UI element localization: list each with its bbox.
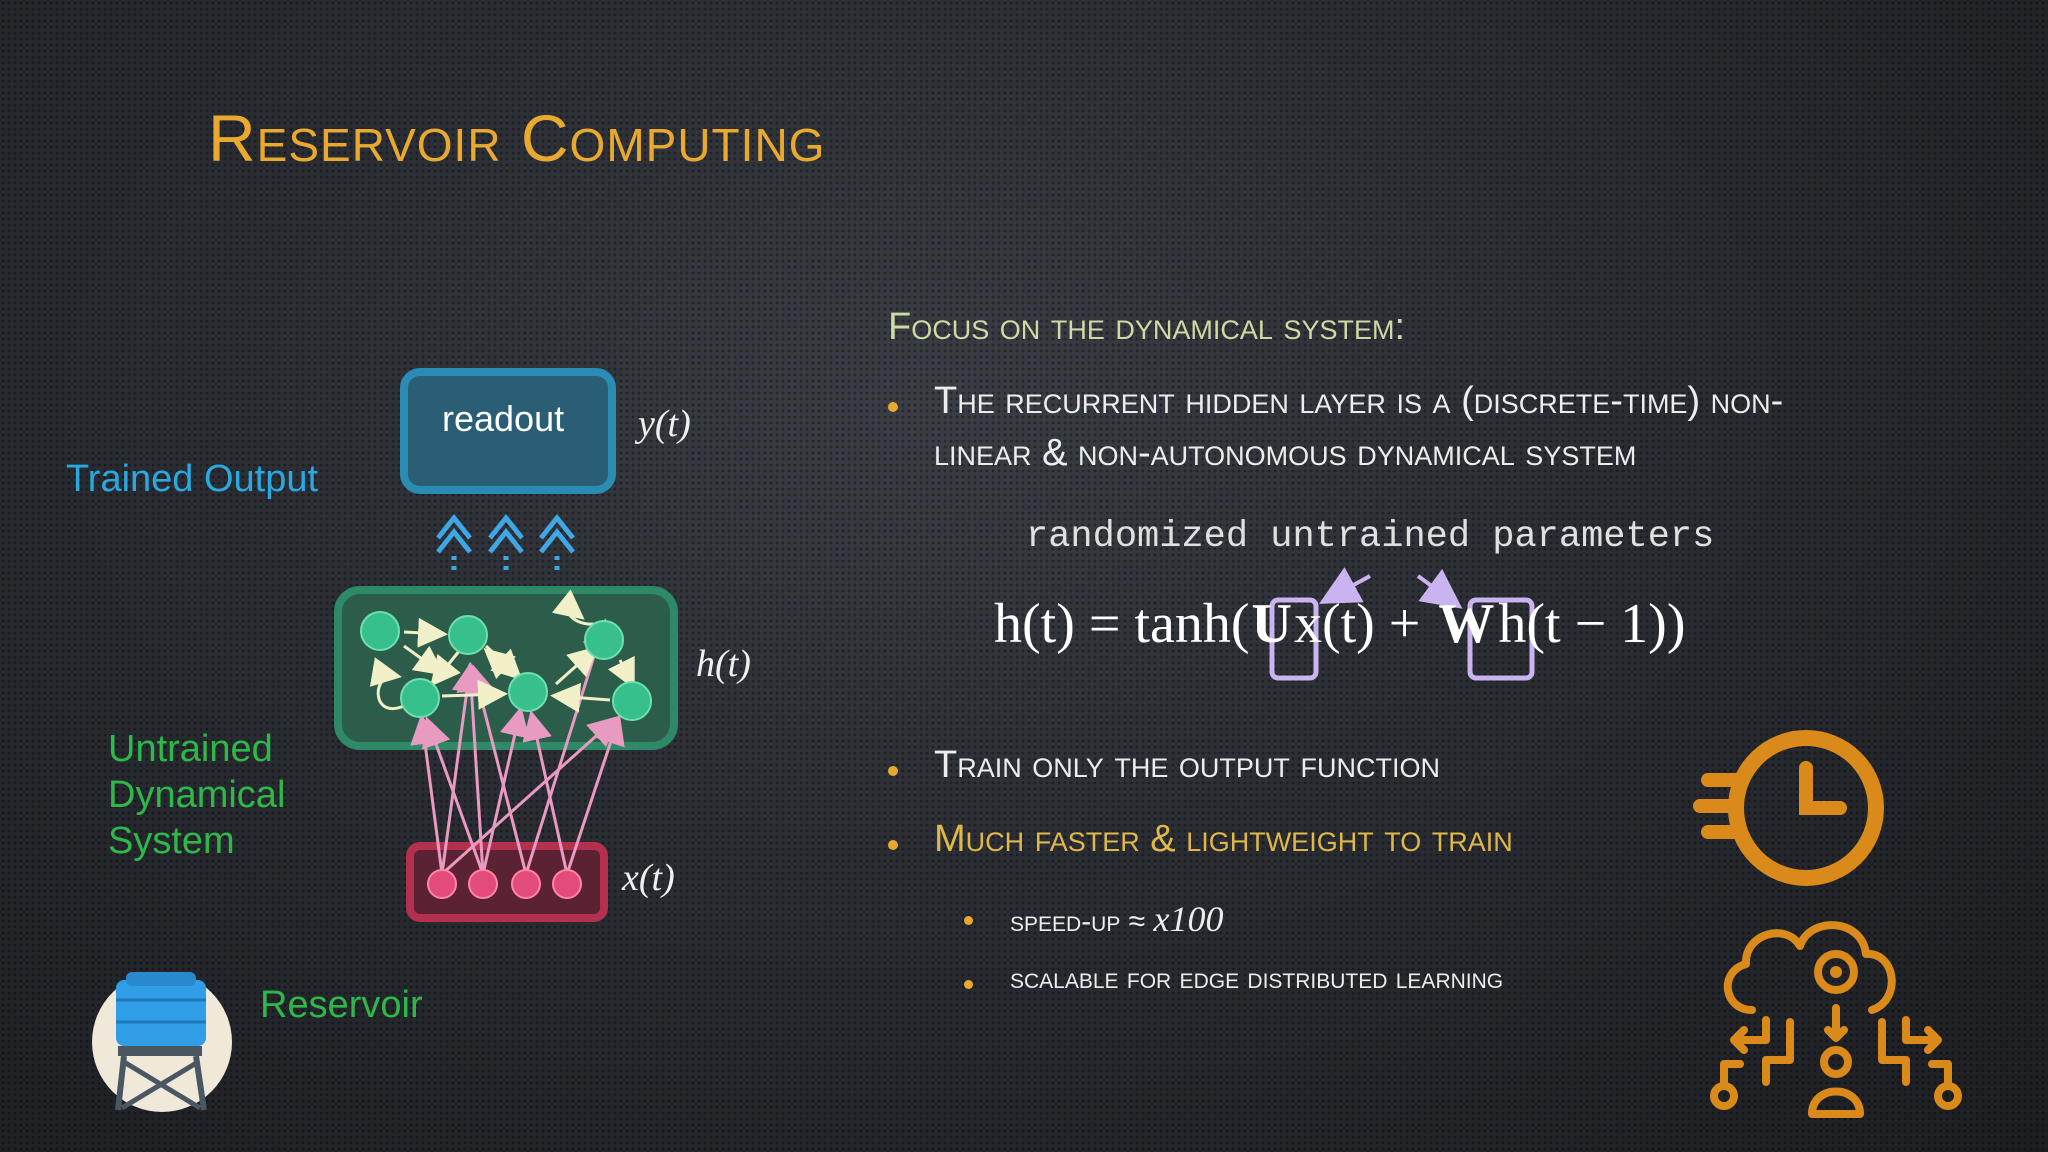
clock-speed-icon (1693, 730, 1884, 886)
bullet2-text: Train only the output function (934, 744, 1440, 786)
bullet-dot-2 (888, 766, 898, 776)
focus-heading: Focus on the dynamical system: (888, 306, 1406, 348)
water-tower-icon (92, 972, 232, 1112)
equation-mid: x(t) + (1293, 593, 1435, 655)
highlight-U (1269, 597, 1319, 681)
bullet3-text: Much faster & lightweight to train (934, 818, 1513, 860)
trained-output-label: Trained Output (66, 458, 319, 500)
matrix-U: U (1251, 593, 1292, 655)
annotation-text: randomized untrained parameters (1026, 516, 1715, 558)
cloud-gear-network-icon (1710, 921, 1962, 1118)
h-label: h(t) (696, 643, 751, 685)
readout-box (400, 368, 616, 494)
y-label: y(t) (638, 403, 691, 445)
equation-rhs: h(t − 1)) (1498, 593, 1686, 655)
page-title: Reservoir Computing (208, 101, 826, 175)
untrained-system-label: Untrained Dynamical System (108, 728, 286, 862)
sub-bullet-dot-1 (964, 916, 973, 925)
hidden-neurons (360, 611, 652, 721)
matrix-W: W (1438, 593, 1495, 655)
annotation-arrows (1318, 567, 1463, 609)
bullet1-line2: linear & non-autonomous dynamical system (934, 432, 1637, 474)
equation-lhs: h(t) = tanh( (994, 593, 1250, 655)
readout-label: readout (442, 398, 565, 439)
bullet1-line1: The recurrent hidden layer is a (discret… (934, 380, 1784, 422)
state-equation: h(t) = tanh(Ux(t) + Wh(t − 1)) (994, 592, 1685, 656)
bullet-dot-1 (888, 402, 898, 412)
input-box (406, 842, 608, 922)
recurrent-connections (369, 589, 635, 713)
x-label: x(t) (622, 857, 675, 899)
bullet-dot-3 (888, 840, 898, 850)
sub-bullet-dot-2 (964, 980, 973, 989)
readout-arrows (436, 513, 575, 574)
highlight-W (1467, 597, 1535, 681)
input-neurons (427, 869, 582, 899)
sub-bullet-1: speed-up ≈ x100 (1010, 899, 1224, 939)
reservoir-label: Reservoir (260, 984, 423, 1026)
sub-bullet-2: scalable for edge distributed learning (1010, 962, 1504, 995)
